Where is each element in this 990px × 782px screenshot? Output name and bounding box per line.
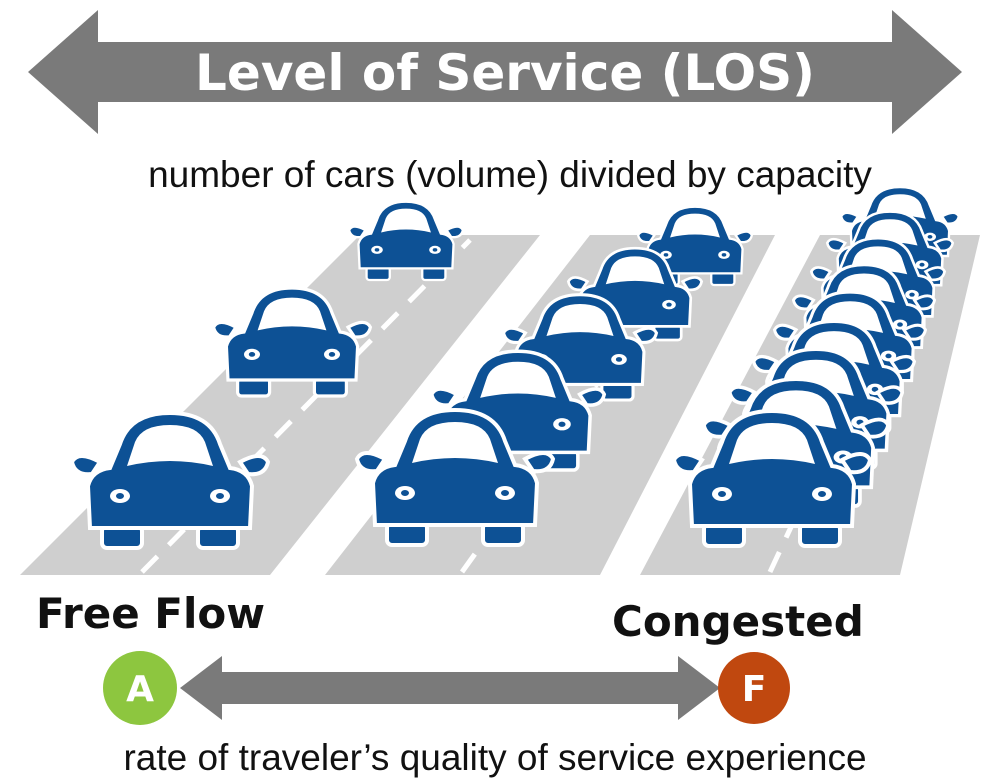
footer-caption: rate of traveler’s quality of service ex… [123,737,866,778]
congested-label: Congested [612,597,864,646]
grade-f-badge: F [718,652,790,724]
grade-a-badge: A [103,651,177,725]
car-icon [348,200,464,282]
grade-f-letter: F [742,669,767,710]
los-double-arrow [28,10,962,134]
subtitle: number of cars (volume) divided by capac… [148,154,872,195]
grade-a-letter: A [126,669,154,710]
free-flow-label: Free Flow [36,589,265,638]
los-title: Level of Service (LOS) [195,44,815,102]
grade-double-arrow [180,656,720,720]
